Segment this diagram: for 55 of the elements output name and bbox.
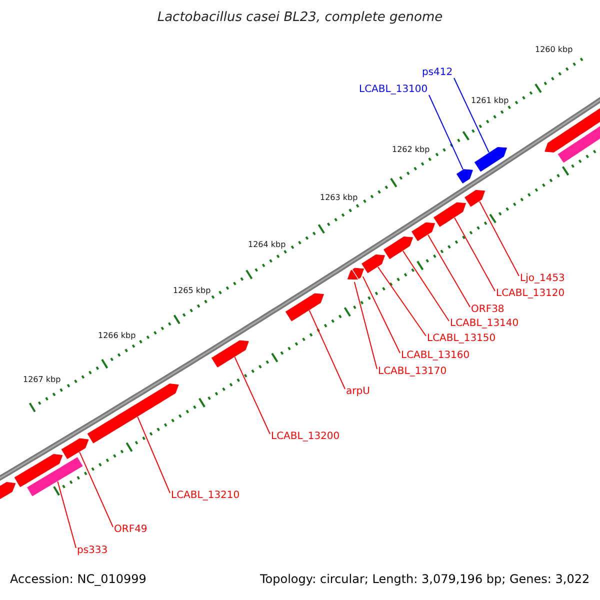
leader-line [137, 416, 170, 494]
leader-line [454, 217, 496, 292]
gene-label: ps412 [422, 67, 453, 79]
gene-feature [87, 384, 179, 444]
gene-label: LCABL_13200 [271, 431, 340, 443]
gene-label: ORF49 [114, 524, 148, 536]
gene-label: LCABL_13100 [359, 84, 428, 96]
gene-label: arpU [346, 386, 370, 398]
scale-label: 1267 kbp [23, 374, 61, 386]
gene-label: LCABL_13170 [378, 366, 447, 378]
gene-label: Ljo_1453 [520, 273, 565, 285]
gene-feature [14, 454, 63, 488]
gene-feature [352, 268, 364, 279]
scale-label: 1260 kbp [535, 44, 573, 56]
leader-line [402, 250, 450, 322]
gene-feature [211, 340, 249, 368]
footer-text: Accession: NC_010999 [10, 573, 146, 585]
gene-feature [61, 438, 89, 460]
leader-line [428, 94, 464, 170]
scale-label: 1263 kbp [320, 192, 358, 204]
gene-feature [464, 190, 486, 207]
footer-text: Topology: circular; Length: 3,079,196 bp; Genes: 3,022 [260, 573, 590, 585]
scale-label: 1266 kbp [98, 330, 136, 342]
gene-feature [384, 236, 414, 260]
leader-line [454, 78, 490, 153]
gene-feature [0, 482, 16, 500]
gene-feature [434, 202, 466, 227]
gene-feature [362, 254, 385, 274]
leader-line [354, 281, 378, 370]
leader-line [362, 276, 400, 354]
gene-feature [474, 147, 507, 172]
leader-line [57, 480, 76, 548]
gene-feature [412, 222, 436, 242]
gene-label: LCABL_13120 [496, 288, 565, 300]
scale-label: 1265 kbp [173, 285, 211, 297]
gene-label: ps333 [77, 545, 108, 557]
gene-label: LCABL_13140 [450, 318, 519, 330]
leader-line [377, 266, 426, 336]
gene-label: LCABL_13150 [427, 333, 496, 345]
leader-line [428, 234, 470, 308]
leader-line [234, 356, 270, 434]
gene-feature [285, 293, 324, 322]
gene-feature [456, 169, 473, 184]
leader-line [79, 452, 114, 528]
gene-label: LCABL_13160 [401, 350, 470, 362]
gene-label: ORF38 [471, 304, 504, 316]
title: Lactobacillus casei BL23, complete genome [156, 10, 444, 25]
gene-feature [347, 270, 358, 280]
leader-line [308, 310, 346, 390]
leader-line [479, 200, 520, 276]
scale-label: 1264 kbp [248, 239, 286, 251]
gene-label: LCABL_13210 [171, 490, 240, 502]
scale-label: 1261 kbp [471, 95, 509, 107]
scale-label: 1262 kbp [392, 144, 430, 156]
pseudogene-bar [27, 457, 83, 496]
